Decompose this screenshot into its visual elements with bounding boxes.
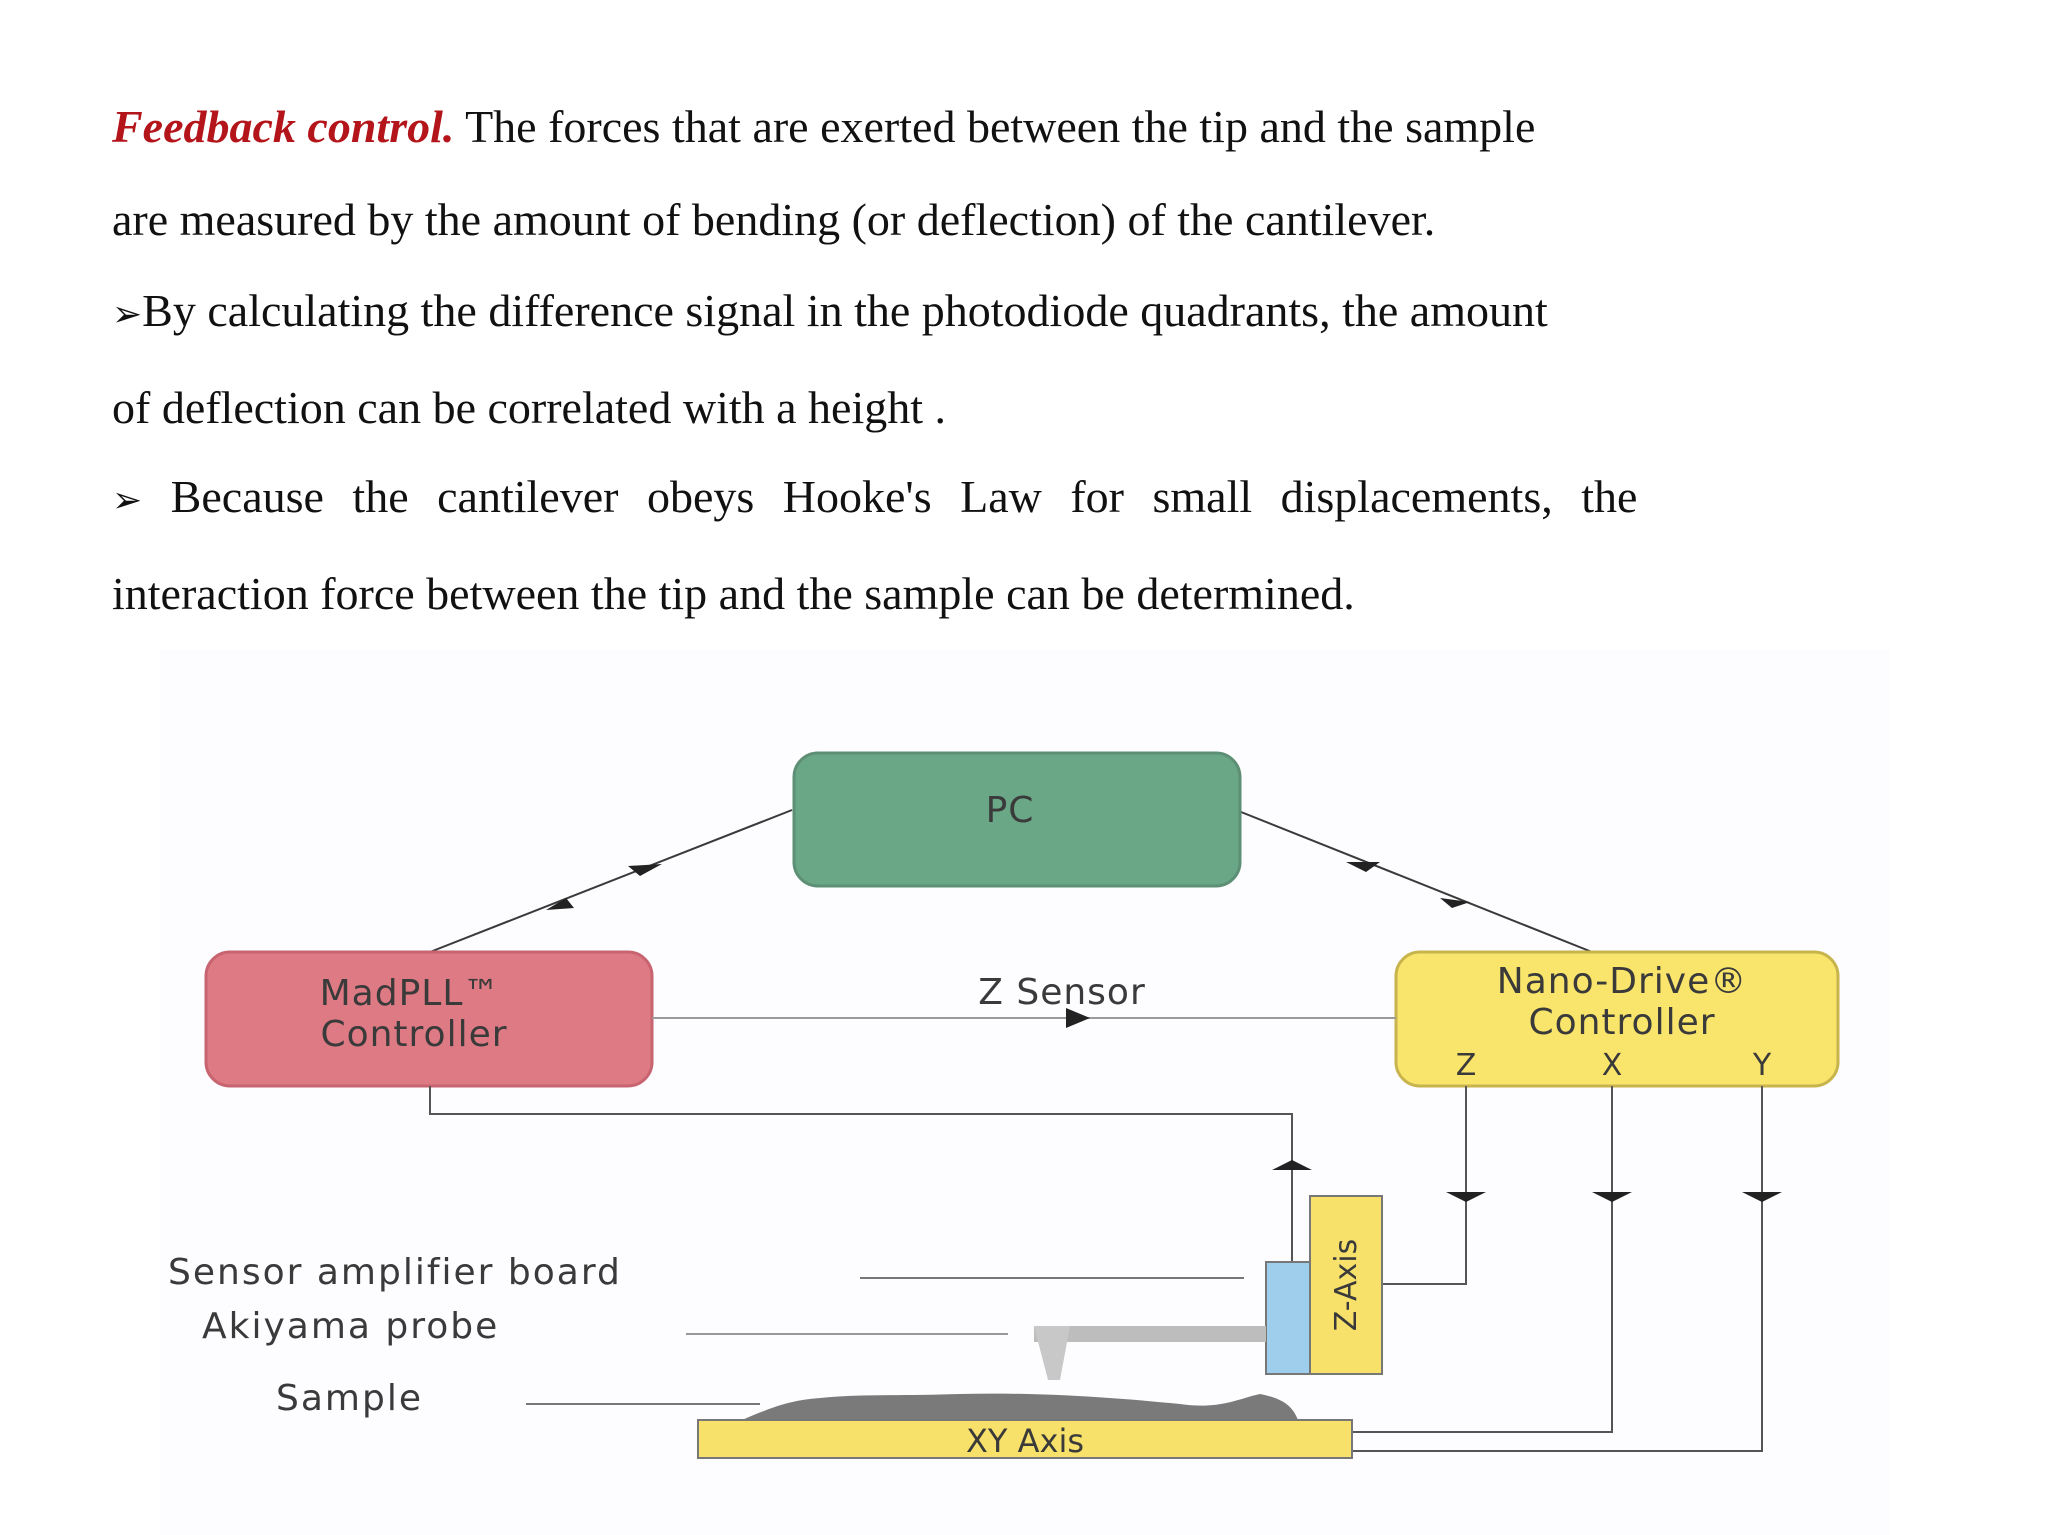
paragraph-feedback-control: Feedback control. The forces that are ex… [112,80,1744,266]
akiyama-probe-label: Akiyama probe [202,1306,499,1347]
madpll-to-sensor-link [429,1086,1293,1262]
nano-z-link [1374,1086,1467,1285]
lead-term: Feedback control. [112,101,455,152]
pc-box [792,751,1242,888]
arrow-down-icon [1446,1192,1486,1202]
arrow-down-icon [1440,898,1470,908]
paragraph-text: The forces that are exerted between the … [454,101,1536,152]
bullet-text: By calculating the difference signal in … [142,285,1548,336]
arrow-down-icon [1742,1192,1782,1202]
nano-drive-label-line1: Nano-Drive® [1497,961,1747,1002]
sample-surface [742,1393,1298,1420]
arrow-right-icon [1066,1008,1090,1028]
bullet-photodiode: ➢By calculating the difference signal in… [112,264,1744,454]
nano-z-port: Z [1456,1048,1477,1083]
xy-axis-label: XY Axis [966,1422,1084,1460]
akiyama-probe-tip [1034,1326,1070,1380]
nano-y-link [1352,1086,1763,1452]
arrow-up-icon [1272,1160,1312,1170]
xy-axis-stage [697,1419,1353,1459]
arrow-up-icon [1346,862,1380,872]
z-axis-label: Z-Axis [1329,1239,1364,1331]
link-pc-madpll [429,809,793,953]
arrow-up-icon [628,864,662,876]
z-sensor-label: Z Sensor [978,972,1146,1013]
paragraph-text: are measured by the amount of bending (o… [112,194,1436,245]
pc-label: PC [986,790,1035,831]
madpll-label-line2: Controller [320,1014,507,1055]
bullet-hookes-law: ➢ Because the cantilever obeys Hooke's L… [112,450,1744,640]
bullet-arrow-icon: ➢ [112,294,143,335]
sensor-amplifier-board [1265,1261,1311,1375]
bullet-arrow-icon: ➢ [112,480,143,521]
arrow-down-icon [546,898,574,910]
bullet-text: of deflection can be correlated with a h… [112,382,947,433]
arrow-down-icon [1592,1192,1632,1202]
bullet-text: interaction force between the tip and th… [112,568,1355,619]
sample-label: Sample [276,1378,423,1419]
z-axis-stage [1309,1195,1383,1375]
link-pc-nano [1235,809,1593,953]
sensor-amplifier-label: Sensor amplifier board [168,1252,622,1293]
madpll-label-line1: MadPLL™ [320,973,501,1014]
akiyama-probe-cantilever [1034,1326,1266,1342]
nano-drive-label-line2: Controller [1528,1002,1715,1043]
bullet-text: Because the cantilever obeys Hooke's Law… [142,471,1638,522]
nano-x-port: X [1602,1048,1623,1083]
nano-y-port: Y [1752,1048,1772,1083]
